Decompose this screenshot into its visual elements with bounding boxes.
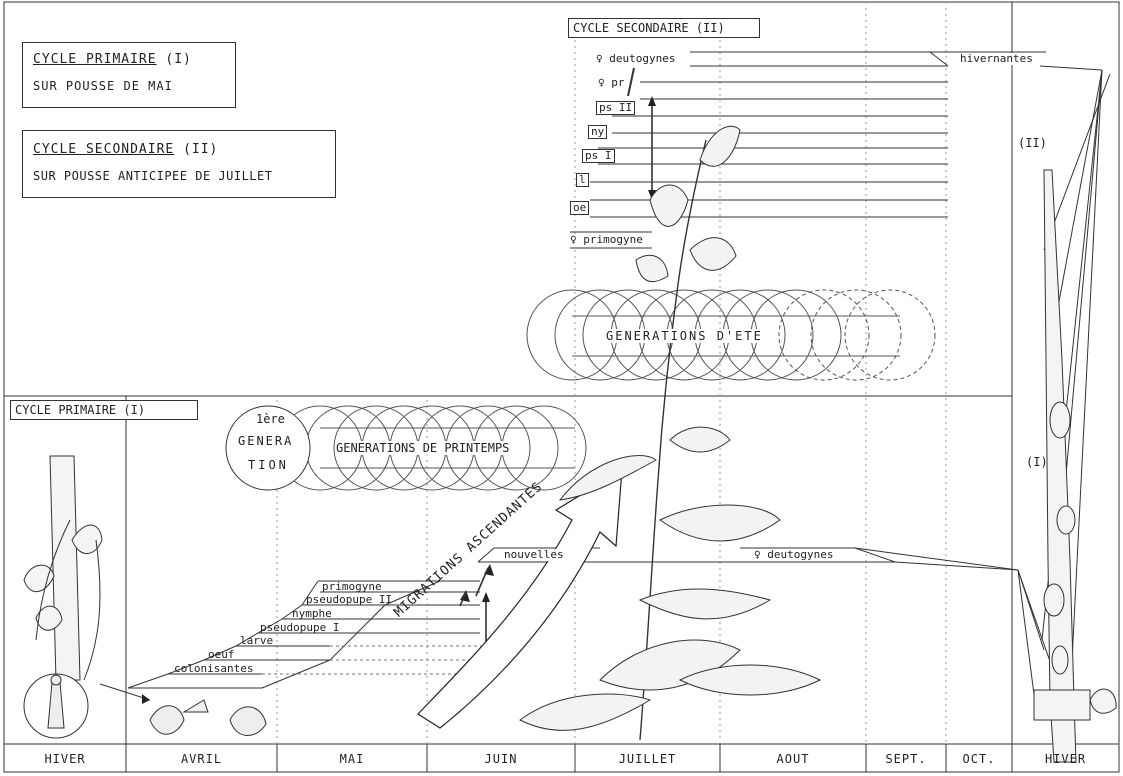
secondary-cycle-heading: CYCLE SECONDAIRE (II) (573, 21, 725, 35)
month-avril: AVRIL (126, 752, 277, 772)
legend-secondary-desc: SUR POUSSE ANTICIPEE DE JUILLET (33, 169, 272, 183)
month-juin: JUIN (427, 752, 575, 772)
deutogynes-label: ♀ deutogynes (752, 549, 835, 561)
month-separators (126, 2, 1012, 772)
secondary-cycle-heading-box: CYCLE SECONDAIRE (II) (568, 18, 760, 38)
legend-primary-box: CYCLE PRIMAIRE (I) SUR POUSSE DE MAI (22, 42, 236, 108)
summer-generations-label: GENERATIONS D'ETE (606, 329, 763, 343)
legend-secondary-num: (II) (183, 142, 218, 157)
stage-pseudopupa-1: ps I (582, 149, 615, 163)
stage-p-pseudopupa-2: pseudopupe II (304, 594, 394, 606)
side-label-lower: (I) (1026, 455, 1048, 469)
stage-p-egg: oeuf (206, 649, 237, 661)
stage-p-larva: larve (238, 635, 275, 647)
month-aout: AOUT (720, 752, 866, 772)
stage-female-pr: ♀ pr (596, 77, 627, 89)
month-sept: SEPT. (866, 752, 946, 772)
hibernating-label: hivernantes (958, 53, 1035, 65)
stage-p-nymph: nymphe (290, 608, 334, 620)
legend-primary-num: (I) (165, 52, 191, 67)
stage-p-colonizers: colonisantes (172, 663, 255, 675)
month-hiver-1: HIVER (4, 752, 126, 772)
stage-nymph: ny (588, 125, 607, 139)
new-label: nouvelles (502, 549, 566, 561)
stage-deutogynes: ♀ deutogynes (594, 53, 677, 65)
stage-p-primogyne: primogyne (320, 581, 384, 593)
stage-egg: oe (570, 201, 589, 215)
stage-primogyne: ♀ primogyne (568, 234, 645, 246)
left-branch (24, 456, 102, 680)
month-juillet: JUILLET (575, 752, 720, 772)
stage-p-pseudopupa-1: pseudopupe I (258, 622, 341, 634)
primary-cycle-heading: CYCLE PRIMAIRE (I) (15, 403, 145, 417)
first-generation-line1: 1ère (256, 412, 285, 426)
primary-cycle-heading-box: CYCLE PRIMAIRE (I) (10, 400, 198, 420)
month-oct: OCT. (946, 752, 1012, 772)
outer-frame (4, 2, 1119, 772)
month-hiver-2: HIVER (1012, 752, 1119, 772)
first-generation-line3: TION (248, 458, 289, 472)
secondary-stage-lines (570, 52, 1046, 248)
month-mai: MAI (277, 752, 427, 772)
stage-pseudopupa-2: ps II (596, 101, 635, 115)
legend-primary-desc: SUR POUSSE DE MAI (33, 79, 173, 93)
side-label-upper: (II) (1018, 136, 1047, 150)
legend-primary-title: CYCLE PRIMAIRE (33, 52, 157, 67)
spring-generations-label: GENERATIONS DE PRINTEMPS (336, 441, 509, 455)
legend-secondary-title: CYCLE SECONDAIRE (33, 142, 174, 157)
stage-larva: l (576, 173, 589, 187)
april-foliage (150, 700, 266, 736)
legend-secondary-box: CYCLE SECONDAIRE (II) SUR POUSSE ANTICIP… (22, 130, 336, 198)
first-generation-line2: GENERA (238, 434, 293, 448)
